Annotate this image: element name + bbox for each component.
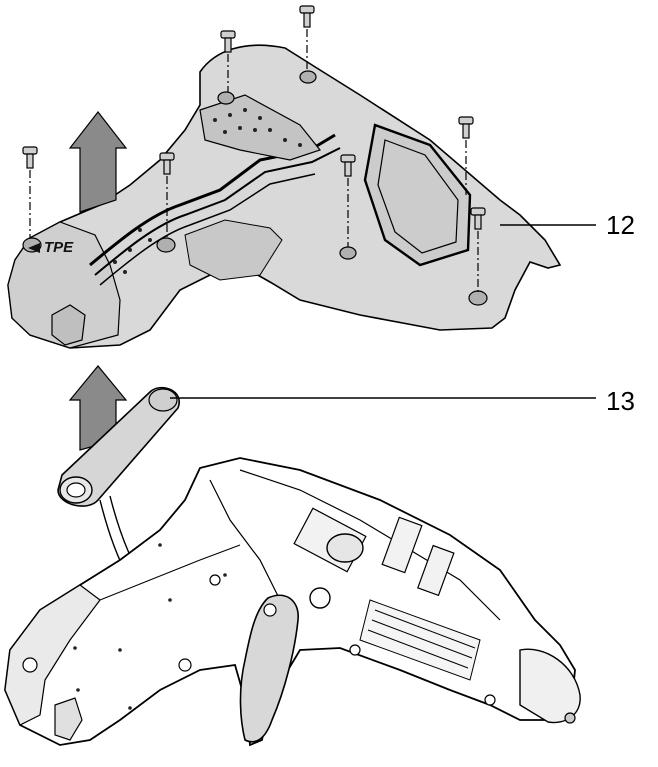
screw-icon [340, 154, 356, 247]
up-arrow-icon [68, 111, 128, 213]
nozzle [519, 648, 581, 724]
tpe-arrow-marker [28, 243, 40, 253]
mechanism-block [417, 544, 455, 597]
nozzle-tip [564, 712, 576, 724]
handle-dots [73, 543, 227, 710]
feed-roller [326, 533, 364, 563]
callout-label-13: 13 [606, 386, 635, 416]
handle-front [7, 221, 121, 349]
grip-stripe-3 [99, 173, 316, 286]
screw-icon [299, 5, 315, 72]
screw-icon [159, 152, 175, 238]
grip-stripe-1 [89, 133, 336, 267]
grip-dots [113, 108, 302, 274]
side-panel-inner [377, 139, 459, 254]
grip-texture-panel [199, 94, 322, 161]
inner-rib [239, 469, 501, 621]
grip-stripe-2 [94, 147, 341, 276]
callout-label-12: 12 [606, 210, 635, 240]
inner-rib [209, 479, 281, 601]
screw-icon [458, 116, 474, 195]
trigger-pivot [263, 603, 277, 617]
heating-chamber [359, 599, 481, 681]
side-panel [363, 123, 472, 267]
housing-foot [51, 304, 86, 346]
body-foot [54, 697, 83, 741]
screw-icon [470, 207, 486, 292]
battery-icon [57, 386, 181, 507]
handle-inset [184, 219, 283, 281]
mechanism-block [381, 516, 423, 574]
trigger [239, 594, 299, 743]
screws [22, 5, 486, 292]
housing-half-12: TPE [7, 44, 562, 349]
open-gun-body [4, 457, 581, 747]
screw-icon [220, 30, 236, 92]
tpe-label: TPE [44, 239, 74, 256]
trigger-pivot [309, 587, 331, 609]
screw-bosses [22, 574, 496, 706]
inner-rib [99, 544, 241, 601]
handle-rim [4, 584, 101, 726]
screw-icon [22, 146, 38, 238]
